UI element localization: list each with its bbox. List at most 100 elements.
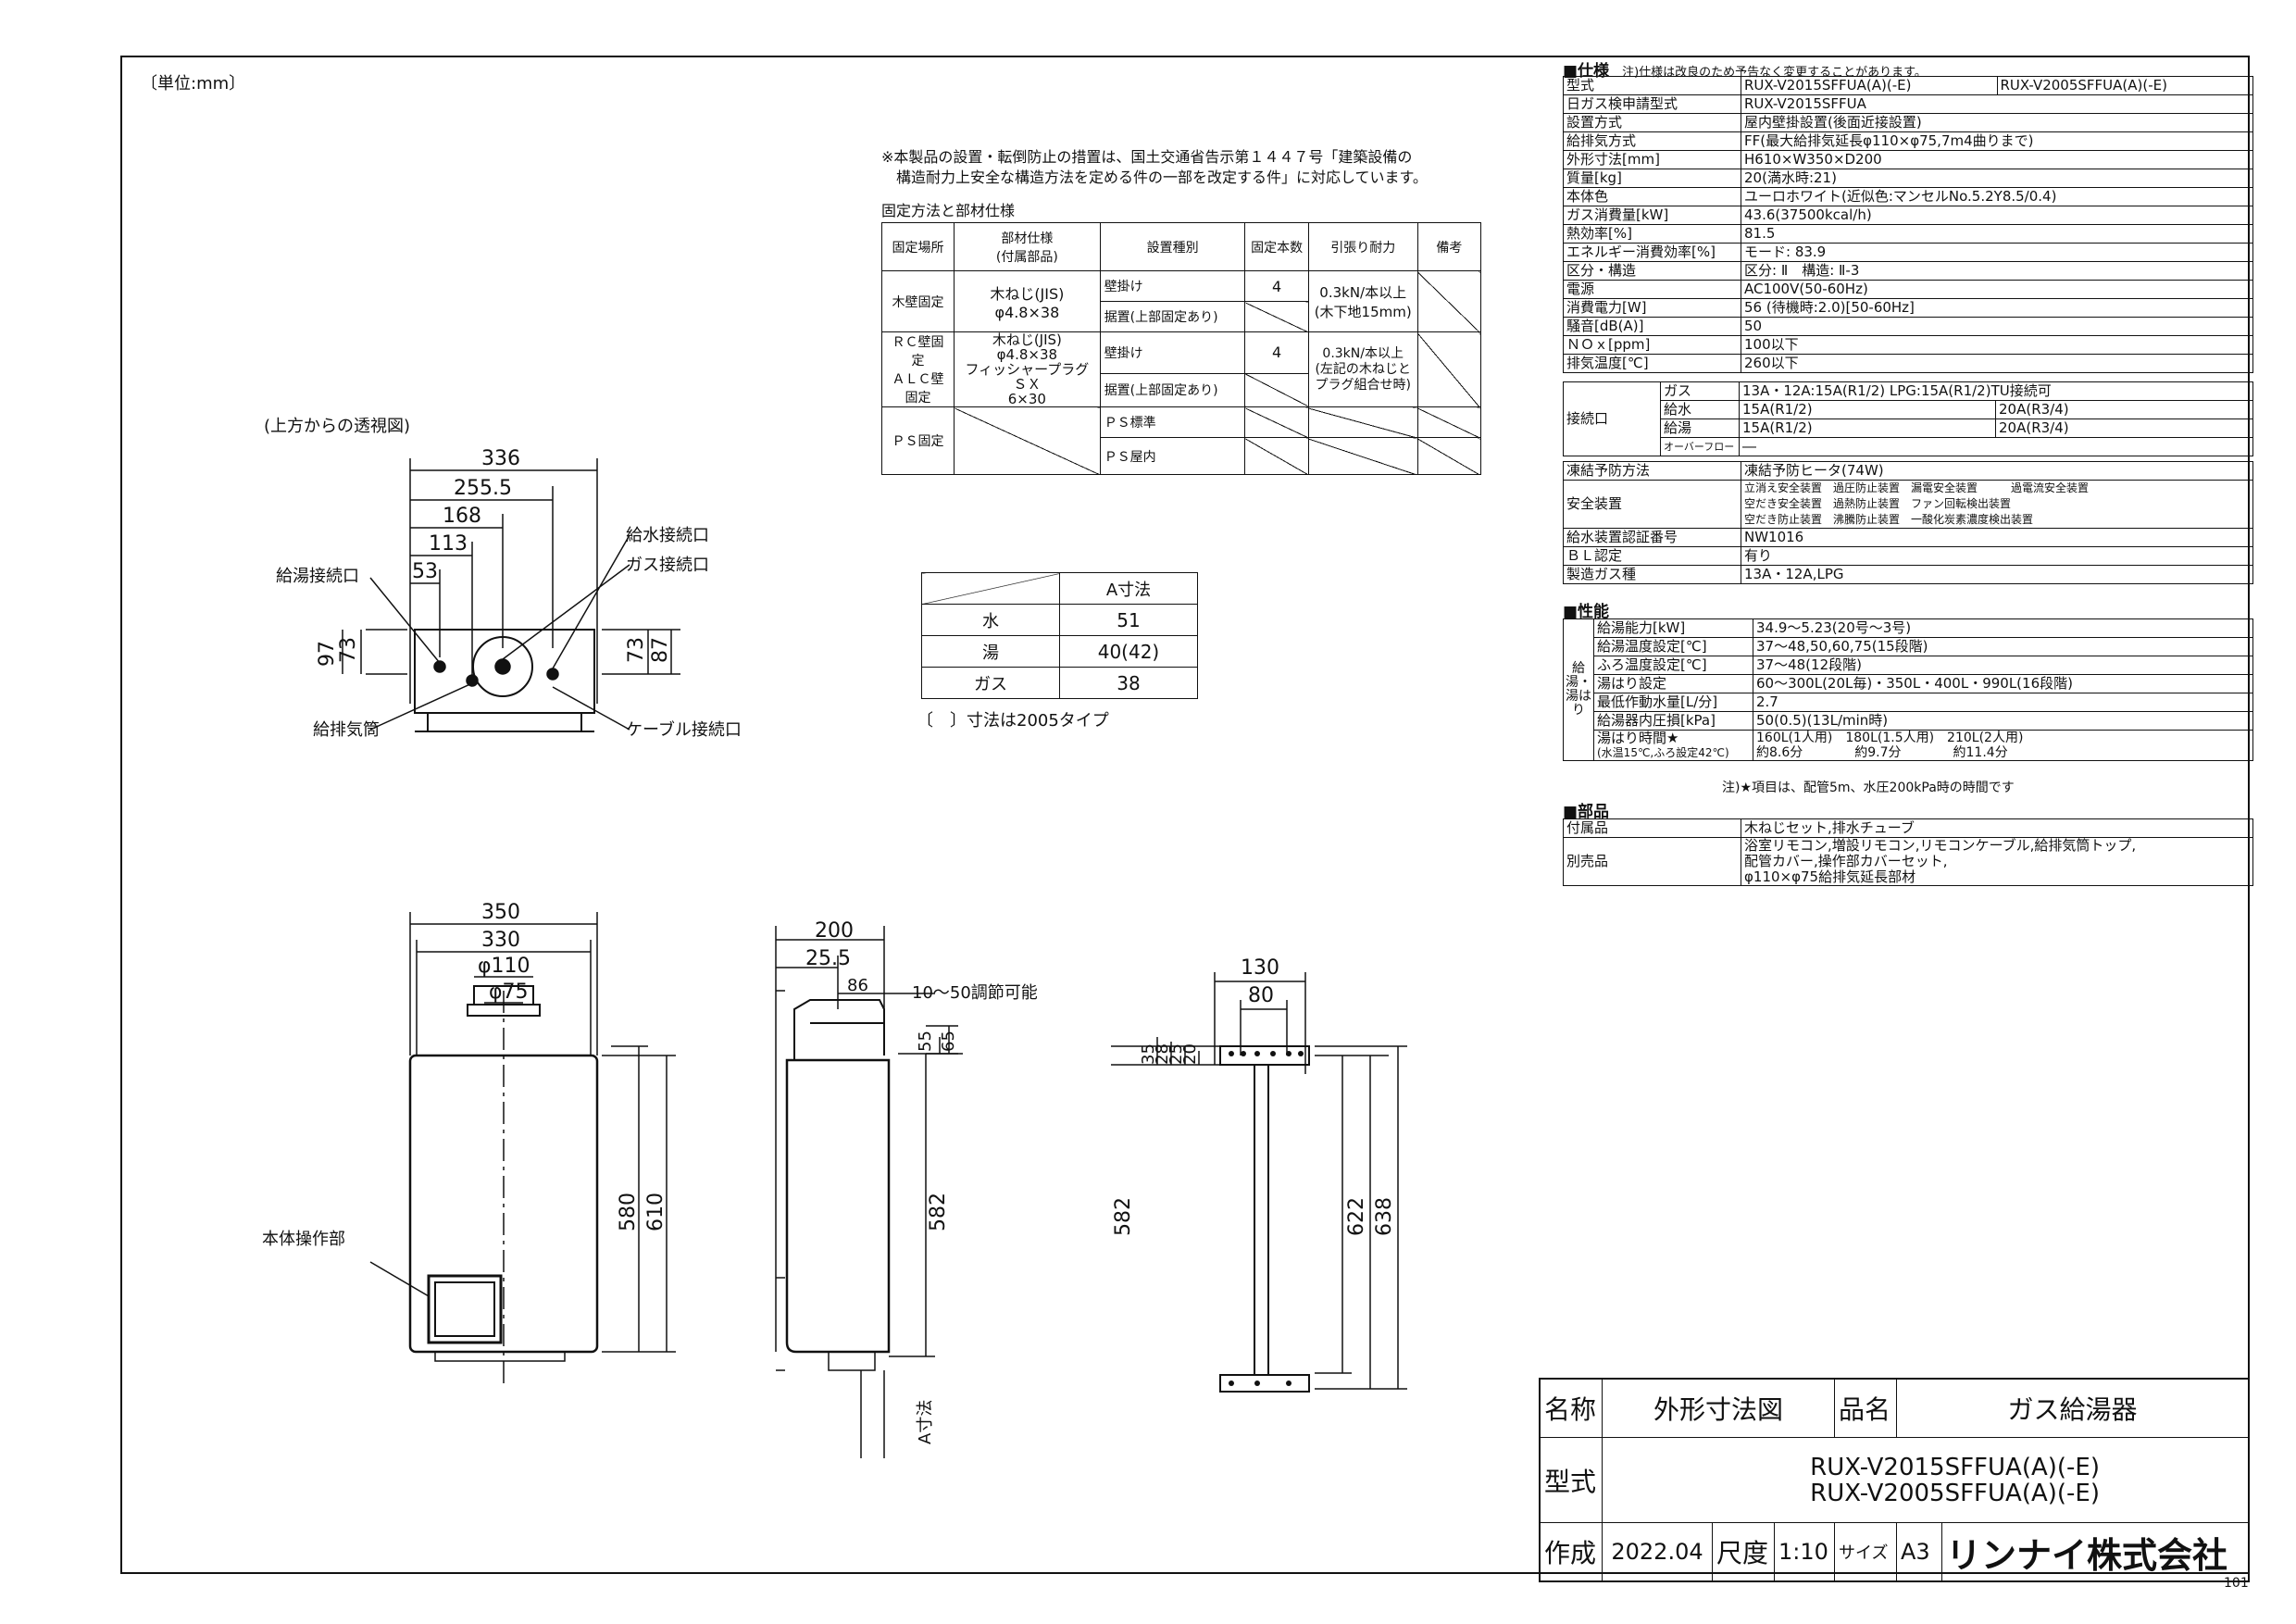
fixing-ps-inner: ＰＳ屋内 — [1099, 437, 1246, 475]
fixing-ps-std-count — [1244, 406, 1309, 438]
bracket-dim-638: 638 — [1373, 1197, 1396, 1236]
fixing-header-material: 部材仕様 (付属部品) — [954, 222, 1101, 271]
perf-group: 給湯・湯はり — [1563, 618, 1594, 761]
spec-gas: 13A・12A,LPG — [1741, 565, 2253, 584]
fixing-rc-remarks — [1416, 331, 1482, 407]
parts-sep-line: φ110×φ75給排気延長部材 — [1744, 868, 1916, 885]
top-dim-87: 87 — [649, 637, 672, 663]
fixing-ps-inner-remarks — [1416, 437, 1482, 475]
fixing-ps-inner-count — [1244, 437, 1309, 475]
spec-row-label: 騒音[dB(A)] — [1563, 317, 1741, 336]
spec-row-label: ＮＯｘ[ppm] — [1563, 335, 1741, 355]
parts-acc-label: 付属品 — [1563, 818, 1741, 838]
spec-safety-label: 安全装置 — [1563, 480, 1741, 529]
spec-row-label: エネルギー消費効率[%] — [1563, 243, 1741, 262]
parts-acc: 木ねじセット,排水チューブ — [1741, 818, 2253, 838]
perf-row-label: 湯はり設定 — [1593, 674, 1753, 693]
side-dim-55: 55 — [916, 1031, 935, 1052]
bracket-dim-35: 35 — [1139, 1043, 1158, 1065]
tb-product-label: 品名 — [1834, 1378, 1897, 1438]
spec-row-label: 区分・構造 — [1563, 261, 1741, 281]
spec-row-label: 排気温度[℃] — [1563, 354, 1741, 373]
front-dim-350: 350 — [481, 901, 520, 924]
unit-note: 〔単位:mm〕 — [141, 74, 246, 94]
perf-time-label: 湯はり時間★ — [1597, 730, 1679, 746]
spec-row-label: 電源 — [1563, 280, 1741, 299]
page-number: 101 — [2224, 1576, 2249, 1591]
fixing-header-strength: 引張り耐力 — [1307, 222, 1418, 271]
perf-row-label: 給湯温度設定[℃] — [1593, 637, 1753, 656]
perf-time-top: 160L(1人用) 180L(1.5人用) 210L(2人用) — [1756, 731, 2024, 745]
elevation-drawings: 350 330 φ110 φ75 580 610 200 25.5 582 13… — [262, 901, 1407, 1458]
spec-row-label: 給排気方式 — [1563, 131, 1741, 151]
top-dim-97: 97 — [316, 641, 339, 667]
bracket-dim-622: 622 — [1345, 1197, 1368, 1236]
fixing-wood-shelf-count — [1244, 301, 1309, 332]
front-panel-label: 本体操作部 — [262, 1230, 345, 1249]
front-dim-330: 330 — [481, 929, 520, 952]
spec-conn-water-b: 20A(R3/4) — [1995, 400, 2253, 419]
side-dim-582: 582 — [927, 1193, 950, 1231]
fixing-wood-hang: 壁掛け — [1099, 270, 1246, 302]
a-table-corner — [921, 572, 1060, 605]
top-dim-73-left: 73 — [337, 637, 360, 663]
spec-conn-water-label: 給水 — [1660, 400, 1740, 419]
perf-row-value: 37～48(12段階) — [1753, 656, 2253, 675]
bracket-dim-28: 28 — [1153, 1043, 1172, 1065]
fixing-header-remarks: 備考 — [1416, 222, 1482, 271]
spec-model-b: RUX-V2005SFFUA(A)(-E) — [1996, 76, 2253, 95]
perf-time-sub: (水温15℃,ふろ設定42℃) — [1597, 746, 1729, 759]
spec-conn-gas: 13A・12A:15A(R1/2) LPG:15A(R1/2)TU接続可 — [1739, 381, 2253, 401]
bracket-dim-20: 20 — [1180, 1043, 1200, 1065]
tb-company: リンナイ株式会社 — [1941, 1522, 2250, 1582]
fixing-rc-strength: 0.3kN/本以上 (左記の木ねじと プラグ組合せ時) — [1307, 331, 1418, 407]
tb-model-2: RUX-V2005SFFUA(A)(-E) — [1810, 1479, 2100, 1507]
spec-row-value: 20(満水時:21) — [1741, 169, 2253, 188]
fixing-wood-place: 木壁固定 — [880, 270, 955, 332]
side-dim-adjust: 10～50調節可能 — [912, 983, 1038, 1003]
top-dim-255: 255.5 — [454, 477, 512, 500]
bracket-dim-582: 582 — [1112, 1197, 1135, 1236]
bracket-dim-80: 80 — [1248, 984, 1274, 1007]
a-table-row-value: 40(42) — [1059, 635, 1198, 668]
spec-row-value: FF(最大給排気延長φ110×φ75,7m4曲りまで) — [1741, 131, 2253, 151]
fixing-wood-count: 4 — [1244, 270, 1309, 302]
top-view-caption: (上方からの透視図) — [264, 417, 411, 436]
fixing-wood-material: 木ねじ(JIS) φ4.8×38 — [954, 270, 1101, 332]
perf-heading: ■性能 — [1563, 603, 1610, 621]
spec-safety-line: 立消え安全装置 過圧防止装置 漏電安全装置 過電流安全装置 — [1744, 481, 2090, 494]
spec-safety-line: 空だき防止装置 沸騰防止装置 一酸化炭素濃度検出装置 — [1744, 513, 2034, 526]
spec-gas-label: 製造ガス種 — [1563, 565, 1741, 584]
tb-name: 外形寸法図 — [1602, 1378, 1835, 1438]
spec-freeze: 凍結予防ヒータ(74W) — [1741, 461, 2253, 481]
top-dim-113: 113 — [429, 532, 468, 556]
fixing-ps-inner-strength — [1307, 437, 1418, 475]
spec-row-label: 消費電力[W] — [1563, 298, 1741, 318]
parts-sep-line: 配管カバー,操作部カバーセット, — [1744, 853, 1948, 869]
tb-date: 2022.04 — [1602, 1522, 1713, 1582]
fixing-ps-standard: ＰＳ標準 — [1099, 406, 1246, 438]
perf-note: 注)★項目は、配管5m、水圧200kPa時の時間です — [1722, 781, 2015, 795]
spec-row-label: 本体色 — [1563, 187, 1741, 206]
tb-size: A3 — [1896, 1522, 1942, 1582]
perf-time-bottom: 約8.6分 約9.7分 約11.4分 — [1756, 745, 2008, 760]
fixing-rc-count: 4 — [1244, 331, 1309, 374]
a-table-row-label: 水 — [921, 604, 1060, 636]
perf-row-value: 34.9～5.23(20号～3号) — [1753, 618, 2253, 638]
spec-freeze-label: 凍結予防方法 — [1563, 461, 1741, 481]
front-dim-580: 580 — [617, 1193, 640, 1231]
side-dim-25-5: 25.5 — [805, 947, 851, 970]
perf-row-value: 37～48,50,60,75(15段階) — [1753, 637, 2253, 656]
bracket-dim-130: 130 — [1241, 956, 1279, 980]
perf-table: 給湯・湯はり 給湯能力[kW] 34.9～5.23(20号～3号) 給湯温度設定… — [1563, 618, 2253, 761]
spec-row-value: 43.6(37500kcal/h) — [1741, 206, 2253, 225]
label-flue: 給排気筒 — [313, 720, 380, 740]
fixing-table: 固定場所 部材仕様 (付属部品) 設置種別 固定本数 引張り耐力 備考 木壁固定… — [880, 222, 1482, 475]
tb-model-1: RUX-V2015SFFUA(A)(-E) — [1810, 1453, 2100, 1481]
fixing-table-caption: 固定方法と部材仕様 — [881, 202, 1016, 219]
fixing-wood-strength: 0.3kN/本以上 (木下地15mm) — [1307, 270, 1418, 332]
spec-conn-water-a: 15A(R1/2) — [1739, 400, 1996, 419]
a-table-row-value: 51 — [1059, 604, 1198, 636]
spec-row-value: 区分: Ⅱ 構造: Ⅱ-3 — [1741, 261, 2253, 281]
fixing-note-line1: ※本製品の設置・転倒防止の措置は、国土交通省告示第１４４７号「建築設備の — [881, 148, 1413, 166]
